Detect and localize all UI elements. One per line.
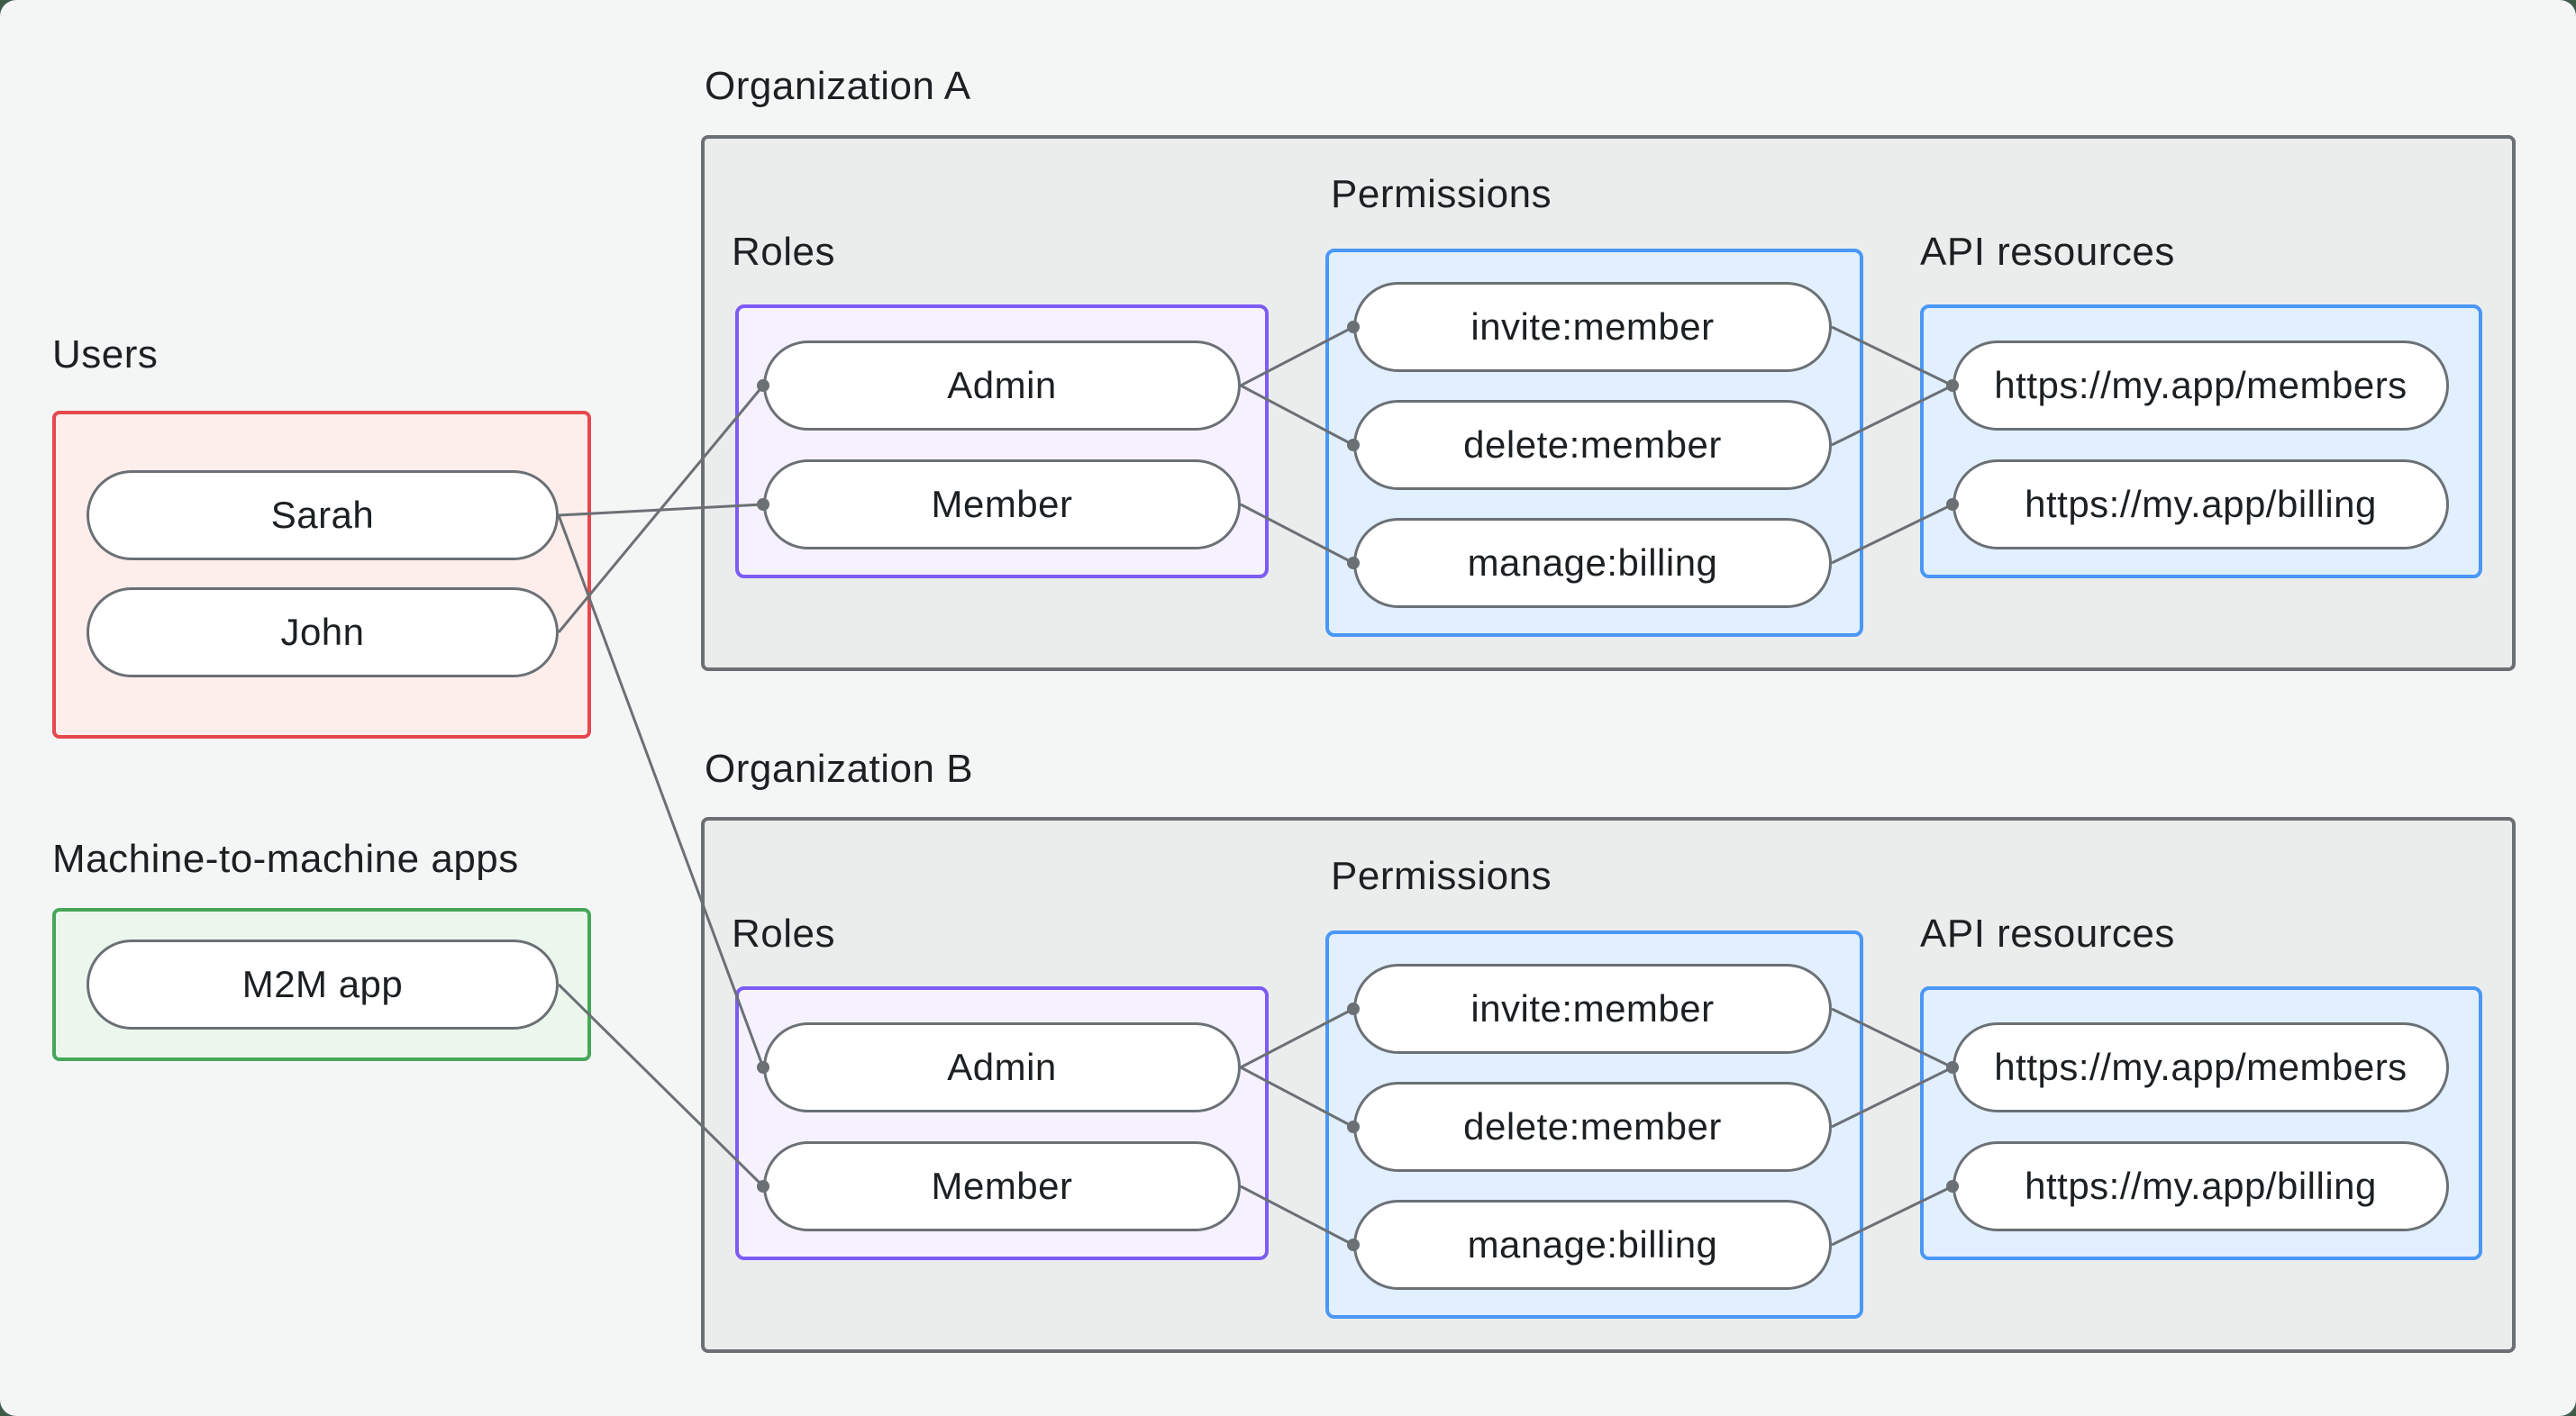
m2m-section-label: Machine-to-machine apps bbox=[52, 837, 519, 881]
user-pill-john: John bbox=[86, 587, 559, 677]
m2m-app-pill: M2M app bbox=[86, 939, 559, 1030]
users-group-box bbox=[52, 411, 591, 739]
org-a-title: Organization A bbox=[705, 64, 971, 108]
org-b-permissions-label: Permissions bbox=[1331, 854, 1552, 898]
org-b-permission-manage-billing-pill: manage:billing bbox=[1353, 1200, 1832, 1290]
users-section-label: Users bbox=[52, 332, 159, 377]
org-a-api-resources-label: API resources bbox=[1920, 230, 2175, 274]
org-b-api-billing-pill: https://my.app/billing bbox=[1952, 1141, 2449, 1231]
org-b-api-resources-label: API resources bbox=[1920, 912, 2175, 956]
org-b-permission-delete-member-pill: delete:member bbox=[1353, 1082, 1832, 1172]
org-a-api-members-pill: https://my.app/members bbox=[1952, 340, 2449, 431]
org-a-roles-label: Roles bbox=[732, 230, 835, 274]
org-a-permission-delete-member-pill: delete:member bbox=[1353, 400, 1832, 490]
org-a-permission-invite-member-pill: invite:member bbox=[1353, 282, 1832, 372]
org-b-role-admin-pill: Admin bbox=[763, 1022, 1241, 1112]
org-a-role-member-pill: Member bbox=[763, 459, 1241, 549]
org-b-title: Organization B bbox=[705, 747, 974, 791]
org-b-role-member-pill: Member bbox=[763, 1141, 1241, 1231]
org-a-permission-manage-billing-pill: manage:billing bbox=[1353, 518, 1832, 608]
org-b-api-members-pill: https://my.app/members bbox=[1952, 1022, 2449, 1112]
org-a-api-billing-pill: https://my.app/billing bbox=[1952, 459, 2449, 549]
org-a-permissions-label: Permissions bbox=[1331, 172, 1552, 216]
org-b-permission-invite-member-pill: invite:member bbox=[1353, 964, 1832, 1054]
org-b-roles-label: Roles bbox=[732, 912, 835, 956]
org-a-role-admin-pill: Admin bbox=[763, 340, 1241, 431]
user-pill-sarah: Sarah bbox=[86, 470, 559, 560]
